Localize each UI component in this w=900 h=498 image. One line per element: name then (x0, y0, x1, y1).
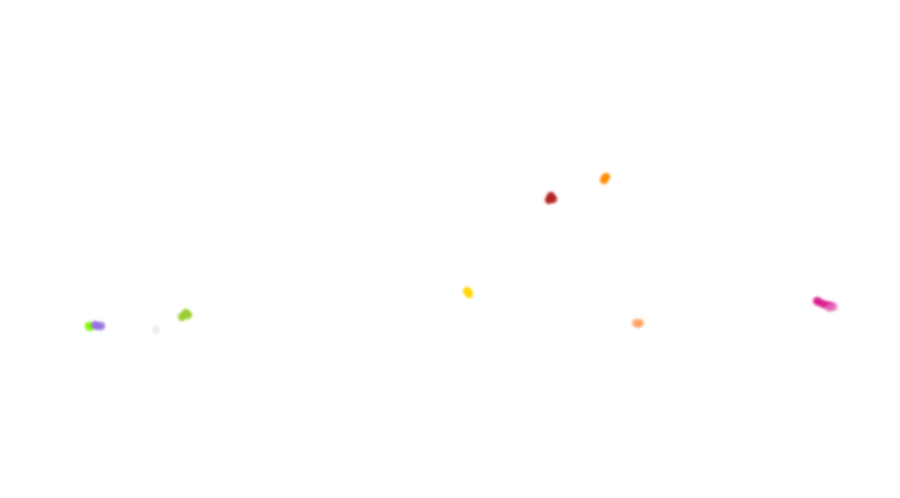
scatter-point (151, 325, 161, 335)
scatter-series-7 (631, 318, 645, 329)
scatter-point (824, 303, 834, 313)
scatter-series-5 (544, 191, 558, 205)
scatter-series-9 (824, 302, 839, 313)
scatter-series-6 (599, 172, 611, 185)
scatter-point (181, 308, 191, 318)
scatter-point (462, 286, 472, 296)
scatter-marks (84, 172, 839, 335)
scatter-series-4 (462, 286, 474, 299)
scatter-point (90, 320, 100, 330)
scatter-point (633, 319, 643, 329)
scatter-point (544, 195, 554, 205)
scatter-point (812, 296, 822, 306)
scatter-series-2 (151, 325, 161, 335)
scatter-series-1 (90, 320, 106, 331)
scatter-series-3 (177, 308, 193, 322)
scatter-point (599, 175, 609, 185)
